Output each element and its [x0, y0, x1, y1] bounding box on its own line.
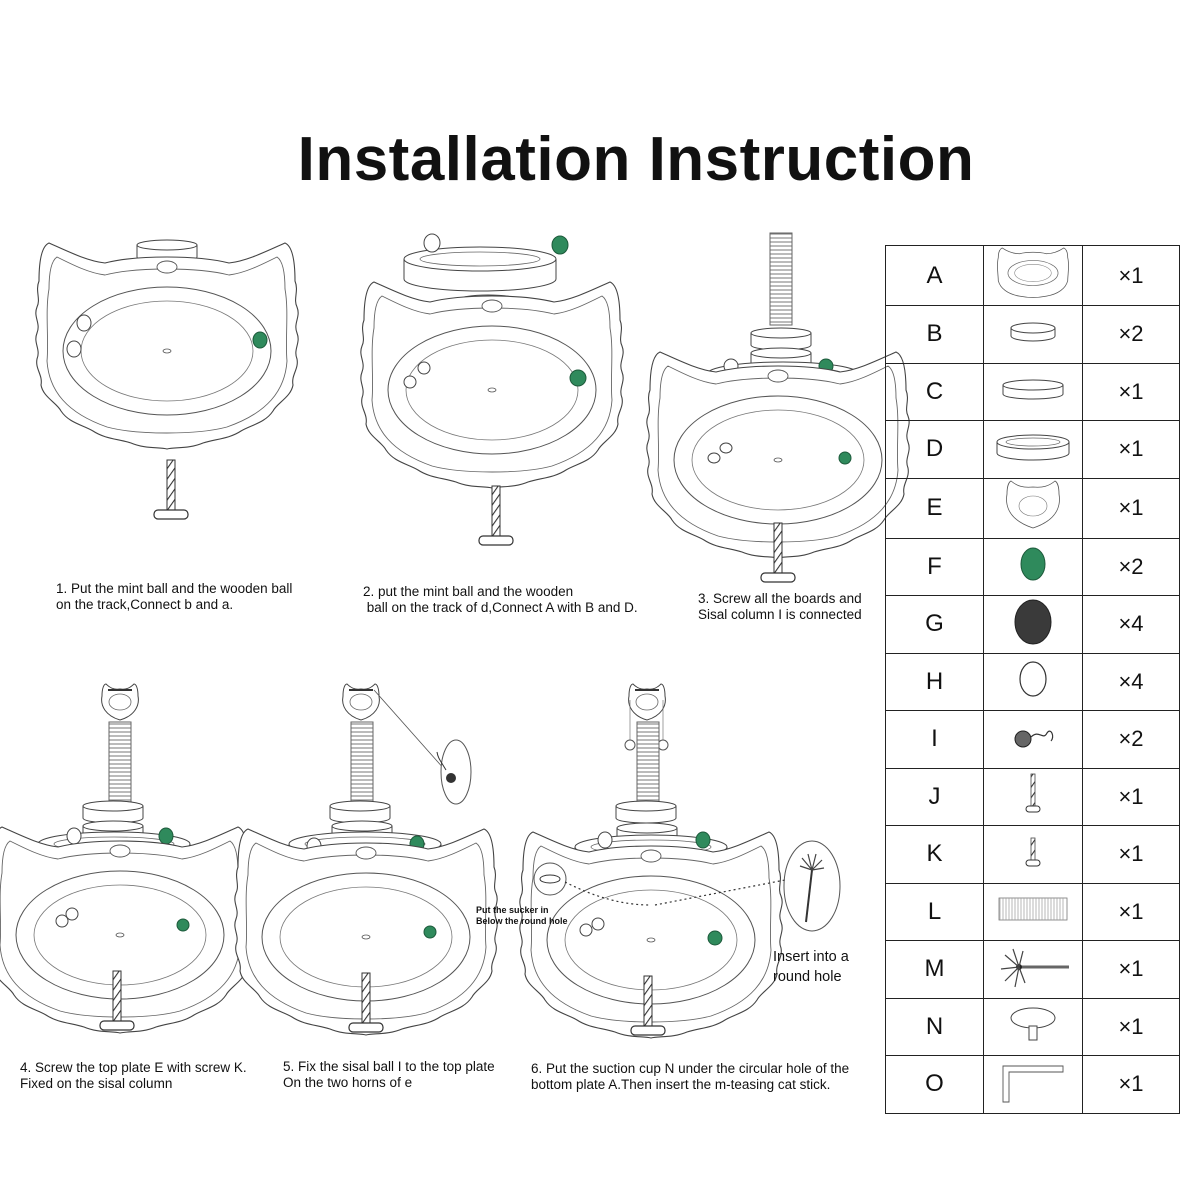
- part-image-cell: [983, 652, 1083, 711]
- part-letter: G: [885, 595, 984, 654]
- parts-row: A ×1: [885, 245, 1180, 306]
- part-image-cell: [983, 710, 1083, 769]
- part-quantity: ×1: [1082, 245, 1180, 306]
- step-2-text: 2. put the mint ball and the wooden ball…: [363, 584, 638, 615]
- sucker-callout: Put the sucker in Below the round hole: [476, 905, 568, 926]
- step-6-text: 6. Put the suction cup N under the circu…: [531, 1061, 850, 1092]
- part-letter: K: [885, 825, 984, 884]
- part-quantity: ×1: [1082, 767, 1180, 826]
- parts-row: M ×1: [885, 940, 1180, 999]
- step-1-figure: [35, 239, 299, 520]
- part-letter: E: [885, 477, 984, 539]
- suction-cup-icon: [1005, 1007, 1061, 1048]
- part-image-cell: [983, 537, 1083, 596]
- step-1-text: 1. Put the mint ball and the wooden ball…: [56, 581, 293, 612]
- step-5-text: 5. Fix the sisal ball I to the top plate…: [283, 1059, 495, 1090]
- long-screw-icon: [1023, 773, 1043, 820]
- part-letter: C: [885, 362, 984, 421]
- part-image-cell: [983, 825, 1083, 884]
- parts-row: K ×1: [885, 825, 1180, 884]
- part-letter: B: [885, 305, 984, 364]
- page-title: Installation Instruction: [297, 124, 975, 194]
- part-image-cell: [983, 362, 1083, 421]
- parts-row: N ×1: [885, 997, 1180, 1056]
- part-quantity: ×1: [1082, 825, 1180, 884]
- short-screw-icon: [1023, 837, 1043, 874]
- part-image-cell: [983, 1055, 1083, 1114]
- step-4-figure: [0, 683, 252, 1034]
- cat-plate-icon: [988, 247, 1078, 304]
- part-letter: F: [885, 537, 984, 596]
- parts-row: F ×2: [885, 537, 1180, 596]
- parts-row: E ×1: [885, 477, 1180, 539]
- allen-key-icon: [997, 1065, 1069, 1108]
- sisal-ball-icon: [1008, 730, 1058, 756]
- track-ring-icon: [994, 434, 1072, 466]
- step-3-figure: [646, 232, 910, 583]
- parts-row: C ×1: [885, 362, 1180, 421]
- part-letter: N: [885, 997, 984, 1056]
- part-image-cell: [983, 767, 1083, 826]
- part-letter: M: [885, 940, 984, 999]
- sisal-column-icon: [997, 897, 1069, 928]
- part-image-cell: [983, 420, 1083, 479]
- part-image-cell: [983, 305, 1083, 364]
- top-plate-icon: [1001, 480, 1065, 537]
- step-4-text: 4. Screw the top plate E with screw K. F…: [20, 1060, 247, 1091]
- part-quantity: ×1: [1082, 420, 1180, 479]
- medium-disc-icon: [1000, 379, 1066, 405]
- part-quantity: ×2: [1082, 537, 1180, 596]
- part-image-cell: [983, 477, 1083, 539]
- part-letter: O: [885, 1055, 984, 1114]
- part-quantity: ×2: [1082, 710, 1180, 769]
- part-image-cell: [983, 245, 1083, 306]
- teaser-stick-icon: [993, 948, 1073, 996]
- step-2-figure: [360, 233, 624, 546]
- part-image-cell: [983, 882, 1083, 941]
- small-disc-icon: [1008, 322, 1058, 347]
- part-image-cell: [983, 595, 1083, 654]
- parts-row: B ×2: [885, 305, 1180, 364]
- parts-row: O ×1: [885, 1055, 1180, 1114]
- part-quantity: ×4: [1082, 595, 1180, 654]
- step-6-figure: [519, 683, 841, 1039]
- part-quantity: ×1: [1082, 1055, 1180, 1114]
- part-quantity: ×1: [1082, 362, 1180, 421]
- part-image-cell: [983, 940, 1083, 999]
- part-quantity: ×1: [1082, 997, 1180, 1056]
- parts-row: G ×4: [885, 595, 1180, 654]
- part-quantity: ×2: [1082, 305, 1180, 364]
- part-quantity: ×1: [1082, 477, 1180, 539]
- dark-ball-icon: [1013, 599, 1053, 650]
- part-letter: I: [885, 710, 984, 769]
- part-quantity: ×1: [1082, 882, 1180, 941]
- step-5-figure: [234, 683, 498, 1036]
- part-quantity: ×1: [1082, 940, 1180, 999]
- parts-row: H ×4: [885, 652, 1180, 711]
- parts-row: D ×1: [885, 420, 1180, 479]
- parts-row: I ×2: [885, 710, 1180, 769]
- part-letter: A: [885, 245, 984, 306]
- step-3-text: 3. Screw all the boards and Sisal column…: [698, 591, 862, 622]
- part-image-cell: [983, 997, 1083, 1056]
- part-letter: J: [885, 767, 984, 826]
- parts-row: J ×1: [885, 767, 1180, 826]
- part-letter: L: [885, 882, 984, 941]
- parts-row: L ×1: [885, 882, 1180, 941]
- part-quantity: ×4: [1082, 652, 1180, 711]
- mint-ball-icon: [1018, 547, 1048, 586]
- wooden-ball-icon: [1017, 661, 1049, 703]
- part-letter: D: [885, 420, 984, 479]
- part-letter: H: [885, 652, 984, 711]
- insert-callout: Insert into a round hole: [773, 949, 849, 985]
